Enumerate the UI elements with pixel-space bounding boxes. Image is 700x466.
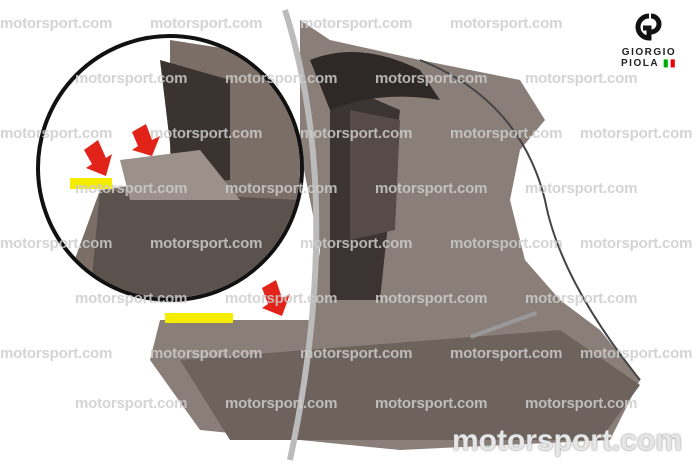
logo-first: GIORGIO <box>621 47 677 58</box>
red-arrow <box>132 124 160 156</box>
red-arrow <box>84 140 112 176</box>
logo-last: PIOLA ▮▮ <box>621 58 677 69</box>
sidepod-outline <box>419 59 641 381</box>
red-arrow <box>262 280 290 316</box>
front-tyre-edge <box>282 9 320 461</box>
yellow-highlight <box>165 313 233 323</box>
arrows <box>84 124 290 316</box>
turning-vane <box>350 110 400 240</box>
watermark-large: motorsport.com <box>451 424 682 457</box>
exhaust-pipes <box>310 52 440 110</box>
gp-logo-icon <box>635 13 662 41</box>
floor-plank <box>180 330 640 440</box>
yellow-highlight <box>70 178 112 189</box>
detail-inset <box>36 34 304 302</box>
suspension-arm <box>470 311 538 339</box>
giorgio-piola-logo: GIORGIO PIOLA ▮▮ <box>614 12 684 69</box>
